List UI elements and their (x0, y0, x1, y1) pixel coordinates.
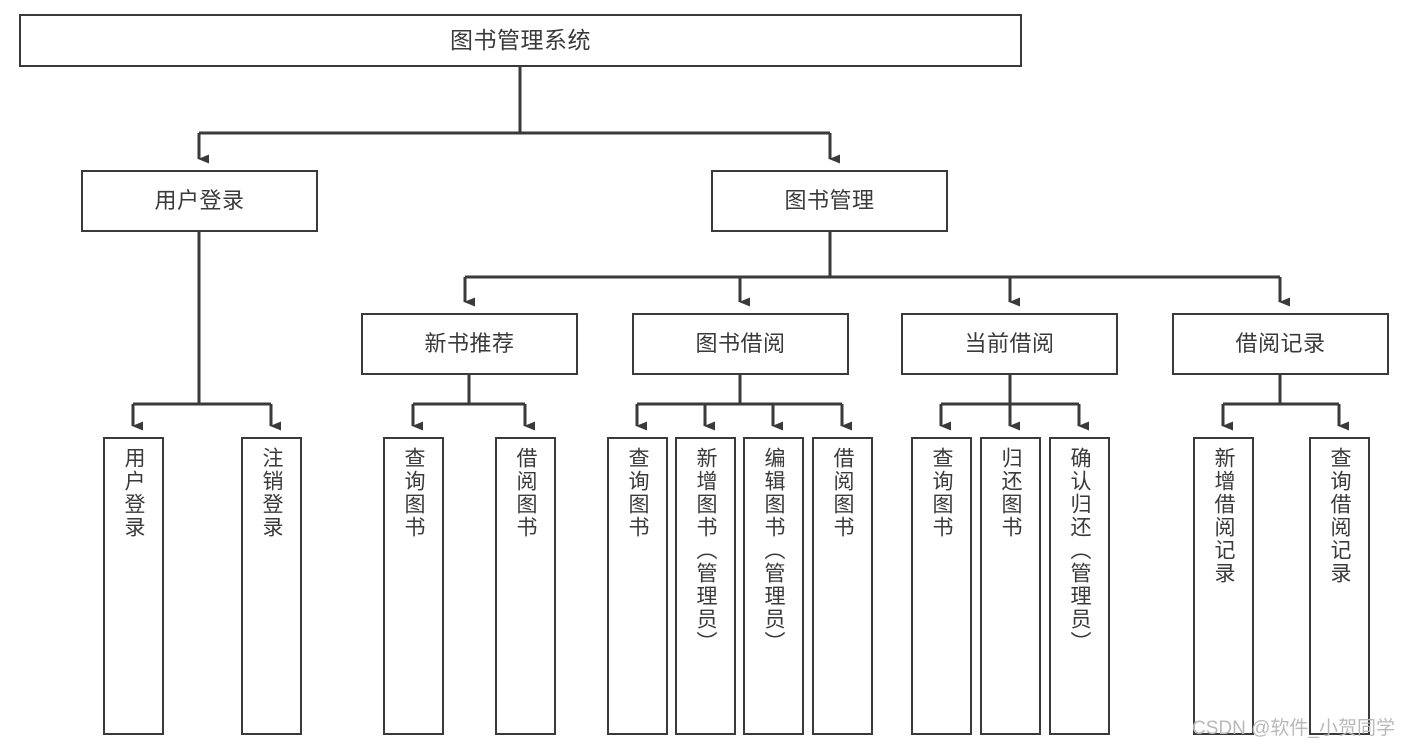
node-label: 当前借阅 (964, 331, 1055, 357)
node-leaf-confirm-return-admin[interactable]: 确认归还（管理员） (1049, 437, 1110, 735)
node-label: 借阅记录 (1235, 331, 1326, 357)
node-label: 图书管理 (784, 188, 875, 214)
node-leaf-borrow-book-recommend[interactable]: 借阅图书 (495, 437, 556, 735)
node-leaf-query-borrow-record[interactable]: 查询借阅记录 (1309, 437, 1370, 735)
node-label: 查询图书 (626, 447, 649, 539)
node-label: 注销登录 (260, 447, 283, 539)
node-leaf-add-borrow-record[interactable]: 新增借阅记录 (1193, 437, 1254, 735)
node-leaf-query-book-borrow[interactable]: 查询图书 (607, 437, 668, 735)
node-leaf-edit-book-admin[interactable]: 编辑图书（管理员） (743, 437, 804, 735)
node-label: 新增借阅记录 (1212, 447, 1235, 585)
node-label: 新增图书（管理员） (694, 447, 717, 654)
node-leaf-user-logout[interactable]: 注销登录 (241, 437, 302, 735)
node-leaf-borrow-book[interactable]: 借阅图书 (812, 437, 873, 735)
node-label: 查询图书 (930, 447, 953, 539)
node-leaf-add-book-admin[interactable]: 新增图书（管理员） (675, 437, 736, 735)
node-label: 借阅图书 (831, 447, 854, 539)
node-label: 用户登录 (154, 188, 245, 214)
node-leaf-user-login[interactable]: 用户登录 (103, 437, 164, 735)
node-label: 确认归还（管理员） (1068, 447, 1091, 654)
node-book-borrow[interactable]: 图书借阅 (632, 313, 849, 375)
node-root-system[interactable]: 图书管理系统 (19, 14, 1022, 67)
node-leaf-query-book-current[interactable]: 查询图书 (911, 437, 972, 735)
node-label: 新书推荐 (424, 331, 515, 357)
node-label: 图书借阅 (695, 331, 786, 357)
node-label: 查询图书 (402, 447, 425, 539)
csdn-watermark: CSDN @软件_小贺同学 (1192, 718, 1395, 739)
node-leaf-return-book[interactable]: 归还图书 (980, 437, 1041, 735)
node-label: 用户登录 (122, 447, 145, 539)
node-book-management[interactable]: 图书管理 (711, 170, 948, 232)
node-label: 归还图书 (999, 447, 1022, 539)
node-borrow-record[interactable]: 借阅记录 (1172, 313, 1389, 375)
node-label: 查询借阅记录 (1328, 447, 1351, 585)
node-current-borrow[interactable]: 当前借阅 (901, 313, 1118, 375)
node-label: 编辑图书（管理员） (762, 447, 785, 654)
node-leaf-query-book-recommend[interactable]: 查询图书 (383, 437, 444, 735)
node-label: 图书管理系统 (450, 26, 591, 53)
node-label: 借阅图书 (514, 447, 537, 539)
node-new-book-recommend[interactable]: 新书推荐 (361, 313, 578, 375)
node-user-login[interactable]: 用户登录 (81, 170, 318, 232)
